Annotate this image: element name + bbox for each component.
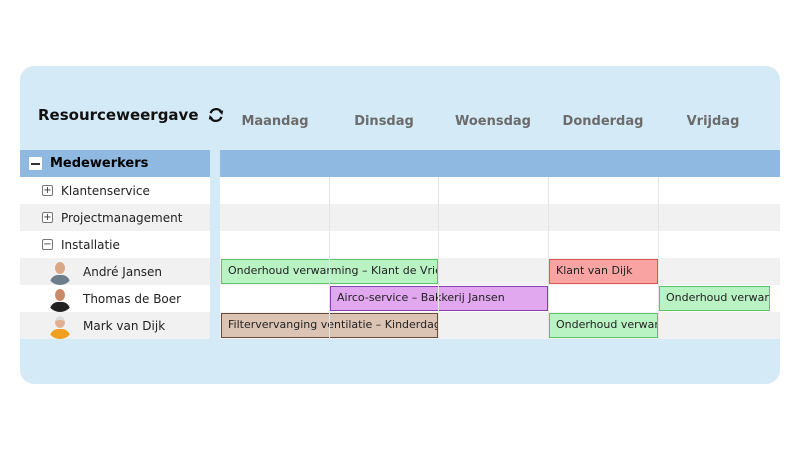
avatar	[47, 259, 73, 285]
day-divider	[548, 177, 549, 339]
event-block[interactable]: Airco-service – Bakkerij Jansen	[330, 286, 548, 311]
title-text: Resourceweergave	[38, 106, 199, 124]
avatar	[47, 313, 73, 339]
department-label: Klantenservice	[61, 183, 150, 198]
expand-icon[interactable]: +	[42, 212, 53, 223]
group-medewerkers[interactable]: Medewerkers	[20, 150, 210, 177]
department-label: Installatie	[61, 237, 120, 252]
department-klantenservice[interactable]: + Klantenservice	[20, 177, 210, 204]
grid-row[interactable]: Airco-service – Bakkerij Jansen Onderhoud…	[220, 285, 780, 312]
resource-tree: Medewerkers + Klantenservice + Projectmana…	[20, 150, 210, 339]
collapse-icon[interactable]: −	[42, 239, 53, 250]
event-block[interactable]: Onderhoud verwarm	[549, 313, 658, 338]
day-header-friday: Vrijdag	[686, 114, 740, 129]
grid-row[interactable]	[220, 177, 780, 204]
resource-view-card: Resourceweergave Maandag Dinsdag Woensda…	[20, 66, 780, 384]
day-header-tuesday: Dinsdag	[354, 114, 414, 129]
group-header-band	[220, 150, 780, 177]
employee-row[interactable]: Thomas de Boer	[20, 285, 210, 312]
day-header-wednesday: Woensdag	[454, 114, 531, 129]
employee-name: Mark van Dijk	[83, 318, 166, 333]
department-projectmanagement[interactable]: + Projectmanagement	[20, 204, 210, 231]
day-divider	[329, 177, 330, 339]
event-block[interactable]: Klant van Dijk	[549, 259, 658, 284]
day-header-monday: Maandag	[241, 114, 309, 129]
employee-name: Thomas de Boer	[83, 291, 182, 306]
collapse-icon[interactable]	[29, 157, 42, 170]
event-block[interactable]: Onderhoud verwarm	[659, 286, 770, 311]
avatar	[47, 286, 73, 312]
employee-row[interactable]: André Jansen	[20, 258, 210, 285]
refresh-icon[interactable]	[207, 106, 225, 124]
group-label: Medewerkers	[50, 156, 149, 171]
grid-row[interactable]	[220, 204, 780, 231]
day-header-thursday: Donderdag	[562, 114, 644, 129]
grid-row[interactable]	[220, 231, 780, 258]
day-divider	[438, 177, 439, 339]
employee-name: André Jansen	[83, 264, 163, 279]
grid-row[interactable]: Filtervervanging ventilatie – Kinderdagv…	[220, 312, 780, 339]
department-installatie[interactable]: −Installatie	[20, 231, 210, 258]
expand-icon[interactable]: +	[42, 185, 53, 196]
page-title: Resourceweergave	[38, 106, 225, 124]
department-label: Projectmanagement	[61, 210, 183, 225]
employee-row[interactable]: Mark van Dijk	[20, 312, 210, 339]
day-divider	[658, 177, 659, 339]
